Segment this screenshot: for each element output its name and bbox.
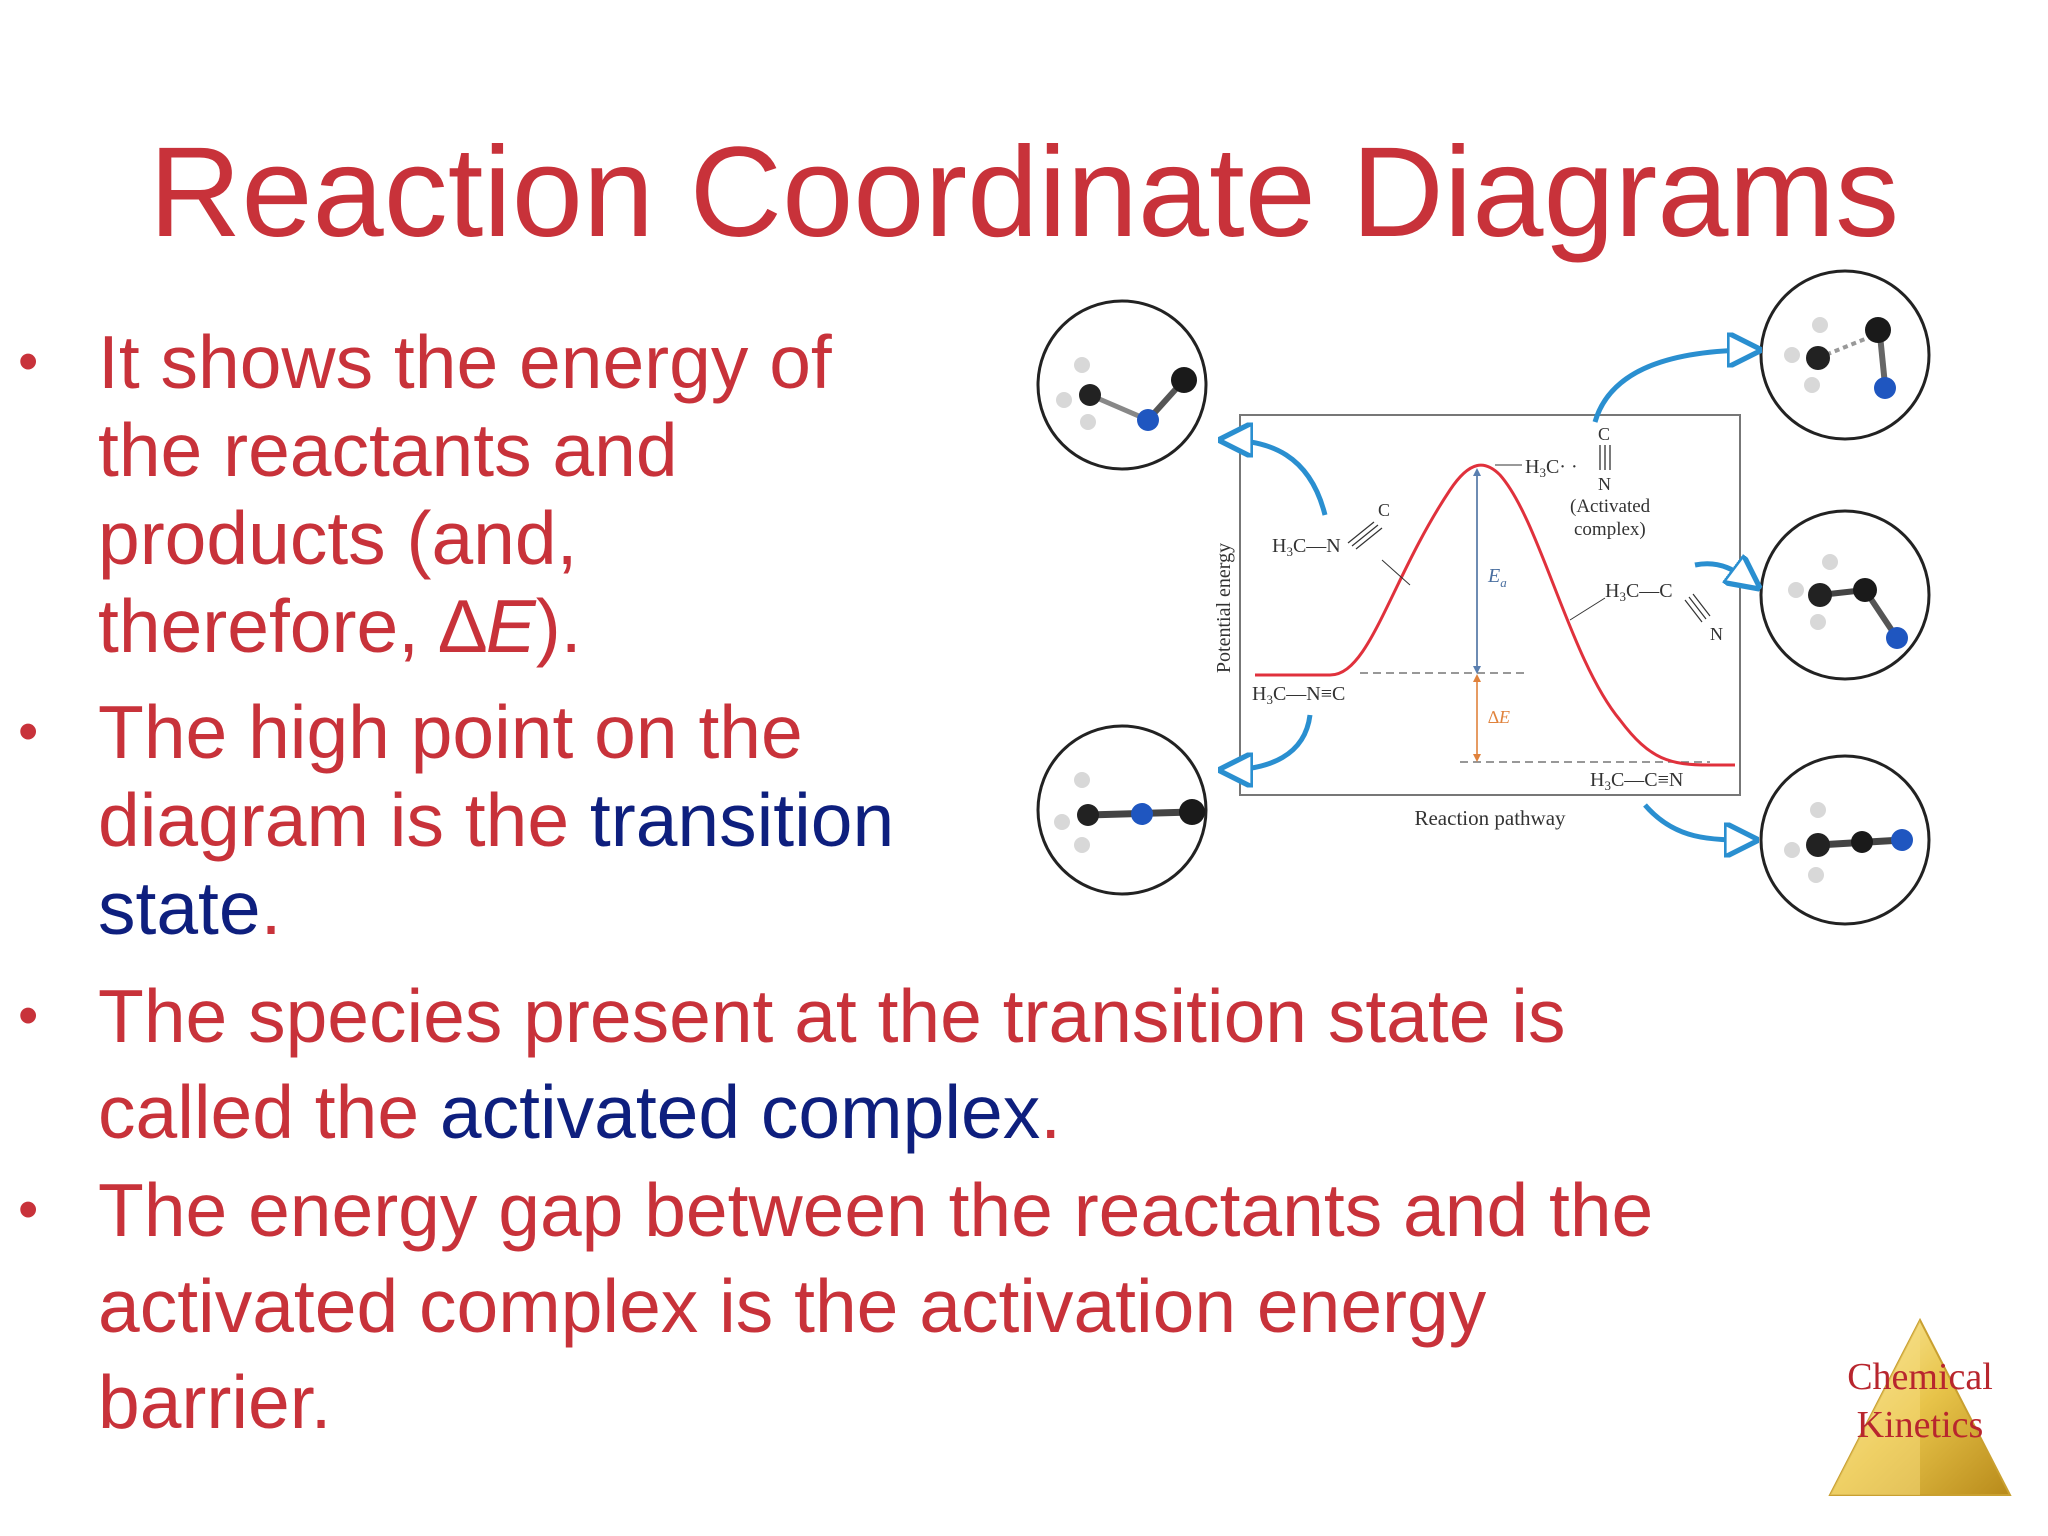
bent-product-formula: H3C—C N [1569, 580, 1723, 644]
bullet-line: The energy gap between the reactants and… [98, 1168, 1654, 1252]
molecule-circle-reactant-linear [1036, 724, 1208, 896]
bullet-dot: • [18, 699, 39, 764]
svg-text:H3C—C≡N: H3C—C≡N [1590, 769, 1683, 793]
logo-text-line1: Chemical [1847, 1356, 1993, 1398]
bent-intermediate-formula: H3C—N C [1272, 500, 1411, 586]
molecule-circle-activated-complex [1759, 269, 1931, 441]
text-span: diagram is the [98, 778, 590, 862]
product-formula: H3C—C≡N [1590, 769, 1683, 793]
bullet-line: therefore, ∆E). [98, 582, 832, 670]
bullet-dot: • [18, 1177, 39, 1242]
term-activated-complex: activated complex [439, 1070, 1041, 1154]
triangle-logo-icon [1828, 1317, 2012, 1496]
energy-symbol: E [485, 584, 536, 668]
energy-curve [1255, 463, 1735, 767]
plot-frame [1239, 414, 1741, 796]
ea-label: Ea [1487, 565, 1507, 590]
logo-text-line2: Kinetics [1856, 1404, 1984, 1446]
bullet-dot: • [18, 329, 39, 394]
slide-title: Reaction Coordinate Diagrams [148, 121, 1900, 264]
bullet-line: The high point on the [98, 690, 803, 774]
arrow-to-reactant-linear [1225, 714, 1313, 770]
bullet-dot: • [18, 983, 39, 1048]
svg-text:C: C [1598, 424, 1610, 444]
text-span: . [1040, 1070, 1062, 1154]
svg-text:H3C—C: H3C—C [1605, 580, 1673, 604]
activated-label-2: complex) [1574, 519, 1646, 540]
text-span: . [260, 866, 282, 950]
arrow-to-product-bent [1694, 564, 1755, 585]
molecule-circle-product-linear [1759, 754, 1931, 926]
molecule-circle-product-bent [1759, 509, 1931, 681]
term-transition: transition [589, 778, 895, 862]
molecule-circle-reactant-bent [1036, 299, 1208, 471]
delta-symbol: ∆ [439, 584, 486, 668]
y-axis-label: Potential energy [1213, 543, 1235, 673]
svg-text:H3C· ·: H3C· · [1525, 456, 1578, 480]
bullet-line: called the activated complex. [98, 1064, 1565, 1160]
bullet-line: the reactants and [98, 408, 678, 492]
arrow-to-activated-complex [1592, 350, 1755, 423]
svg-text:H3C—N≡C: H3C—N≡C [1252, 683, 1345, 707]
svg-text:C: C [1378, 500, 1390, 520]
bullet-line: The species present at the transition st… [98, 974, 1566, 1058]
bullet-line: state. [98, 864, 894, 952]
reactant-formula: H3C—N≡C [1252, 683, 1345, 707]
delta-e-label: ∆E [1488, 707, 1510, 727]
chemical-kinetics-logo: Chemical Kinetics [1810, 1310, 2030, 1510]
bullet-line: It shows the energy of [98, 320, 832, 404]
activated-label-1: (Activated [1570, 496, 1651, 517]
text-span: called the [98, 1070, 440, 1154]
bullet-line: products (and, [98, 496, 578, 580]
svg-text:H3C—N: H3C—N [1272, 535, 1341, 559]
reaction-coordinate-diagram: Ea ∆E Potential energy Reaction pathway … [1030, 260, 1970, 940]
svg-text:N: N [1598, 474, 1611, 494]
x-axis-label: Reaction pathway [1414, 806, 1566, 830]
bullet-line: activated complex is the activation ener… [98, 1264, 1487, 1348]
bullet-line: barrier. [98, 1360, 332, 1444]
text-span: ). [535, 584, 582, 668]
bullet-line: diagram is the transition [98, 776, 894, 864]
arrow-to-reactant-bent [1225, 440, 1328, 516]
arrow-to-product-linear [1643, 803, 1752, 840]
text-span: therefore, [98, 584, 440, 668]
svg-text:N: N [1710, 624, 1723, 644]
term-state: state [98, 866, 261, 950]
activated-complex-formula: H3C· · C N (Activated complex) [1495, 424, 1651, 540]
